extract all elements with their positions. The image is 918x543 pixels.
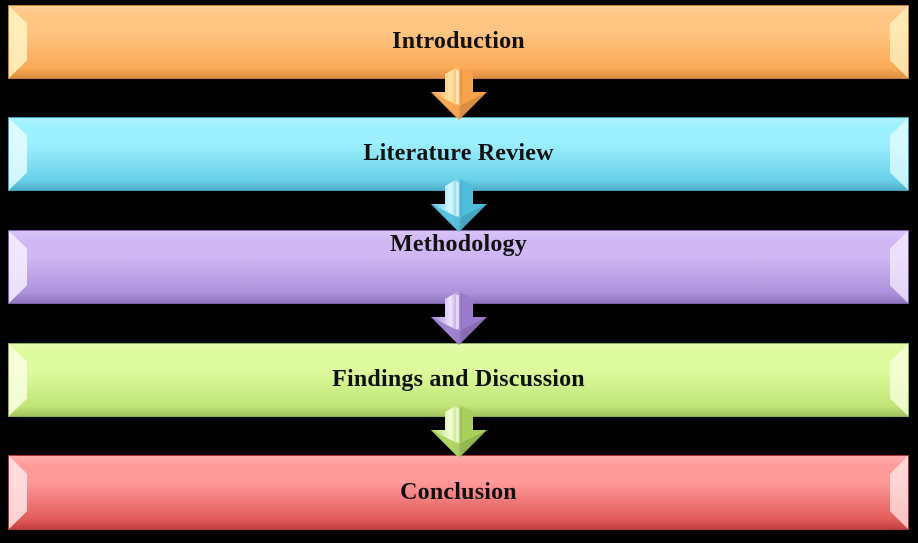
box-bevel-right xyxy=(890,231,908,303)
box-bevel-top xyxy=(9,344,908,354)
box-bevel-right xyxy=(890,118,908,190)
step-label: Literature Review xyxy=(363,140,554,166)
box-bevel-left xyxy=(9,344,27,416)
box-bevel-right xyxy=(890,456,908,529)
box-bevel-top xyxy=(9,118,908,128)
box-bevel-bottom xyxy=(9,519,908,529)
box-bevel-left xyxy=(9,231,27,303)
step-label: Introduction xyxy=(392,28,525,54)
step-label: Findings and Discussion xyxy=(332,366,585,392)
box-bevel-left xyxy=(9,118,27,190)
step-label: Conclusion xyxy=(400,479,517,505)
box-bevel-top xyxy=(9,6,908,16)
box-bevel-right xyxy=(890,6,908,78)
down-arrow-icon xyxy=(429,291,489,345)
down-arrow-icon xyxy=(429,66,489,120)
step-conclusion: Conclusion xyxy=(8,455,909,530)
down-arrow-icon xyxy=(429,404,489,458)
box-bevel-left xyxy=(9,6,27,78)
step-label: Methodology xyxy=(390,231,527,257)
box-bevel-top xyxy=(9,456,908,466)
box-bevel-right xyxy=(890,344,908,416)
box-bevel-top xyxy=(9,231,908,241)
box-bevel-left xyxy=(9,456,27,529)
down-arrow-icon xyxy=(429,178,489,232)
